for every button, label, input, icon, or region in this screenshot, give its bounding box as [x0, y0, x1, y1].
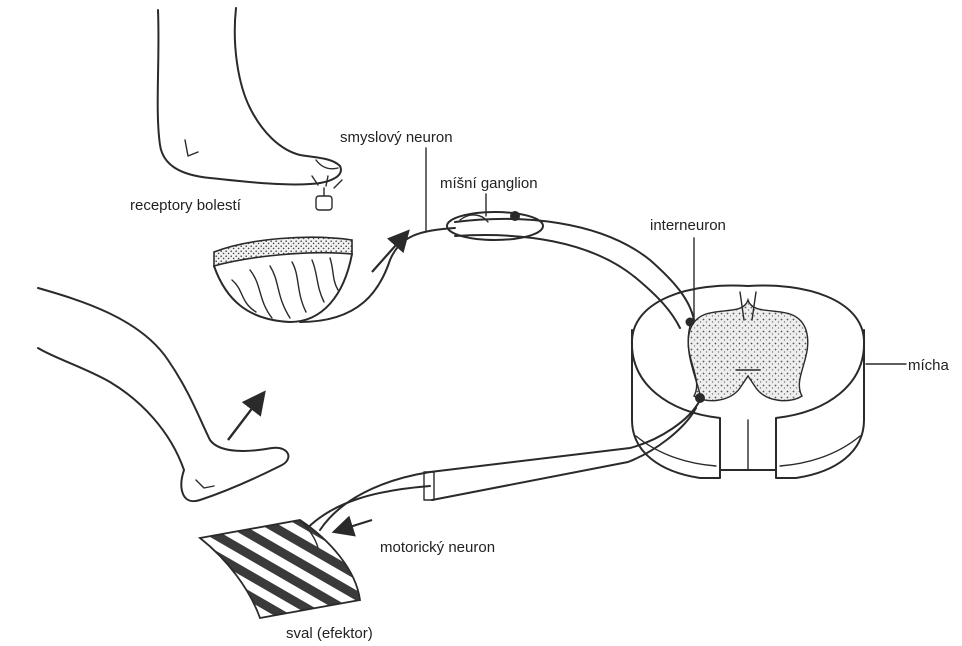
label-muscle: sval (efektor): [286, 625, 373, 642]
muscle-effector: [200, 520, 360, 618]
spinal-cord: [632, 285, 864, 478]
skin-section: [214, 237, 352, 322]
upper-foot-illustration: [158, 8, 342, 210]
label-motor-neuron: motorický neuron: [380, 539, 495, 556]
label-pain-receptors: receptory bolestí: [130, 197, 242, 214]
label-interneuron: interneuron: [650, 217, 726, 234]
sensory-neuron: [300, 211, 694, 328]
lower-leg-illustration: [38, 288, 288, 501]
motor-neuron: [300, 400, 700, 536]
label-spinal-ganglion: míšní ganglion: [440, 175, 538, 192]
label-spinal-cord: mícha: [908, 357, 950, 374]
label-sensory-neuron: smyslový neuron: [340, 129, 453, 146]
